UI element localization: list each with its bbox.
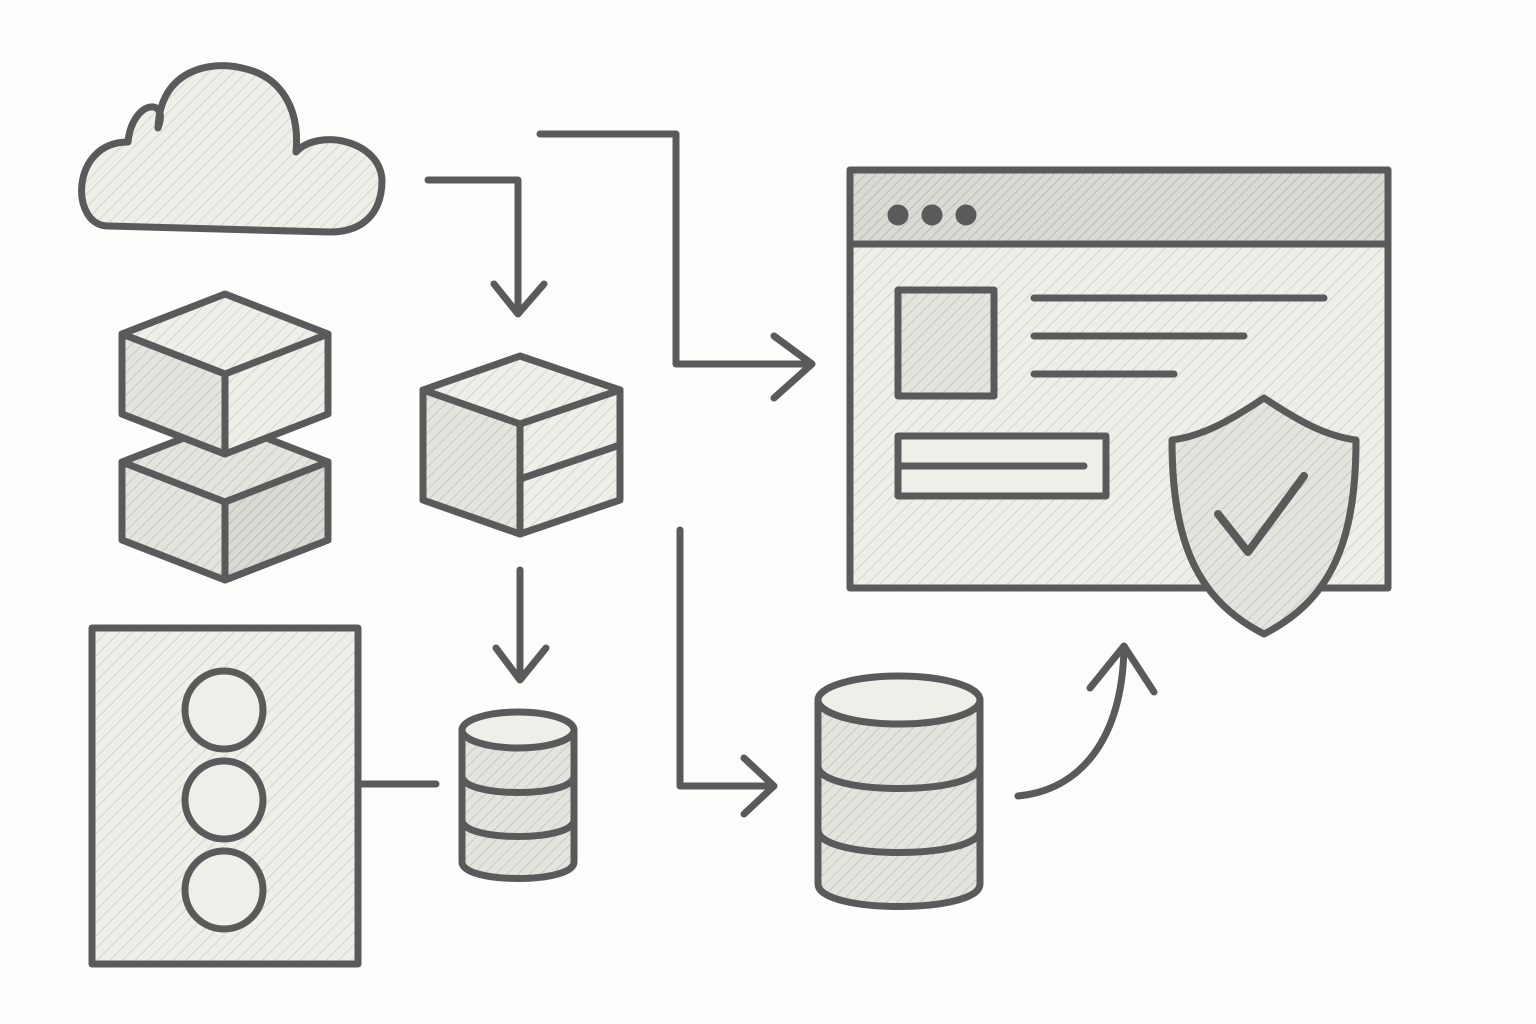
shield-check-icon [1168, 394, 1360, 638]
connector-cube-to-small-database [492, 566, 550, 684]
connector-cloud-to-cube [424, 176, 548, 318]
server-panel-icon [88, 624, 362, 968]
cloud-icon [78, 62, 386, 236]
browser-window-icon [846, 166, 1392, 592]
connector-cube-to-large-database [676, 526, 778, 818]
stacked-cubes-icon [118, 290, 332, 584]
small-database-icon [458, 708, 578, 882]
connector-cloud-to-browser [536, 130, 816, 402]
large-database-icon [814, 672, 984, 910]
connector-database-to-browser [1014, 642, 1158, 800]
cube-icon [419, 352, 624, 538]
